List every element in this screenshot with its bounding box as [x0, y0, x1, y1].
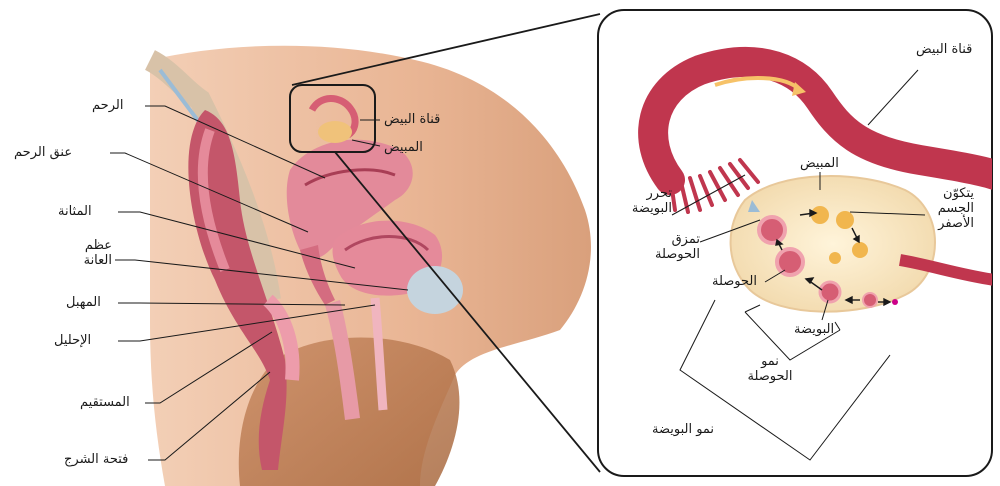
- anatomy-illustration: [150, 46, 591, 486]
- label-pubic-bone-line1: عظم: [50, 238, 112, 253]
- inset-label-corpus-line2: الجسم: [914, 201, 974, 216]
- inset-label-corpus-line1: يتكوّن: [914, 186, 974, 201]
- inset-label-egg: البويضة: [794, 322, 834, 337]
- inset-label-corpus-luteum: يتكوّن الجسم الأصفر: [914, 186, 974, 231]
- label-uterus: الرحم: [92, 98, 123, 113]
- label-oviduct-small: قناة البيض: [384, 112, 440, 127]
- rupture-follicle: [759, 217, 785, 243]
- follicle-mark: [820, 282, 840, 302]
- inset-label-follicle-growth-line2: الحوصلة: [740, 369, 800, 384]
- inset-label-ovulation-line1: تحرر: [612, 186, 672, 201]
- inset-label-follicle: الحوصلة: [712, 274, 757, 289]
- inset-label-rupture-line2: الحوصلة: [640, 247, 700, 262]
- inset-label-follicle-growth: نمو الحوصلة: [740, 354, 800, 384]
- inset-label-ovary: المبيض: [800, 156, 839, 171]
- inset-label-follicle-growth-line1: نمو: [740, 354, 800, 369]
- label-bladder: المثانة: [58, 204, 92, 219]
- label-pubic-bone-line2: العانة: [50, 253, 112, 268]
- inset-label-ovulation-line2: البويضة: [612, 201, 672, 216]
- inset-label-oviduct: قناة البيض: [916, 42, 972, 57]
- label-urethra: الإحليل: [54, 333, 91, 348]
- label-rectum: المستقيم: [80, 395, 130, 410]
- label-pubic-bone: عظم العانة: [50, 238, 112, 268]
- label-anus: فتحة الشرج: [64, 452, 128, 467]
- inset-label-egg-growth: نمو البويضة: [652, 422, 714, 437]
- inset-label-corpus-line3: الأصفر: [914, 216, 974, 231]
- label-cervix: عنق الرحم: [14, 145, 72, 160]
- inset-label-rupture: تمزق الحوصلة: [640, 232, 700, 262]
- label-ovary-small: المبيض: [384, 140, 423, 155]
- inset-label-ovulation: تحرر البويضة: [612, 186, 672, 216]
- inset-label-rupture-line1: تمزق: [640, 232, 700, 247]
- label-vagina: المهبل: [66, 295, 101, 310]
- ovary-small-shape: [318, 121, 352, 143]
